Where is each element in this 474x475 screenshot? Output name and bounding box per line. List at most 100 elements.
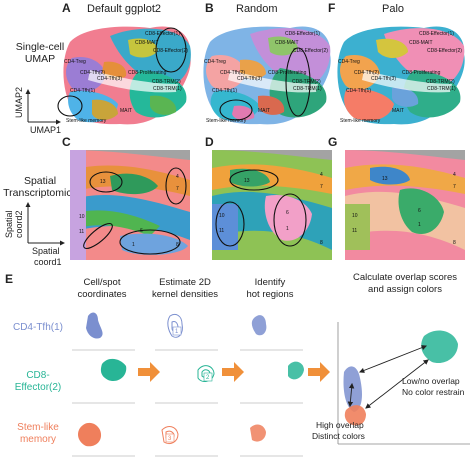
step-2-line-1: Estimate 2D	[159, 277, 211, 288]
spatial-c-badge-6: 6	[140, 228, 143, 234]
spatial-c-badge-4: 4	[176, 174, 179, 180]
kde-effector2	[197, 365, 215, 382]
spatial-x-label-2: coord1	[34, 257, 62, 267]
row-label-effector2-1: CD8-	[26, 370, 49, 381]
spatial-d-badge-7: 7	[320, 184, 323, 190]
overlap-plot: Low/no overlap No color restrain High ov…	[312, 322, 470, 445]
umap-label-stem: Stem-like memory	[66, 118, 107, 124]
workflow-grid: 1 2 3	[72, 312, 304, 457]
overlap-arrow-tfh-stem	[347, 382, 355, 408]
flow-arrows	[138, 362, 330, 382]
overlap-arrow-tfh-effector	[358, 345, 428, 373]
spatial-axes: Spatial coord2 Spatial coord1	[4, 202, 65, 267]
umap-b-label-tfh1: CD4-Tfh(1)	[212, 88, 237, 94]
spatial-c-badge-11: 11	[79, 229, 84, 235]
umap-label-effector2: CD8-Effector(2)	[153, 48, 188, 54]
low-overlap-line-1: Low/no overlap	[402, 376, 460, 386]
spatial-g-badge-1: 1	[418, 222, 421, 228]
umap-f-label-effector1: CD8-Effector(1)	[419, 31, 454, 37]
overlap-tfh1	[343, 366, 362, 412]
umap-row-label-1: Single-cell	[16, 41, 64, 53]
step-3-line-2: hot regions	[246, 289, 293, 300]
umap-row-label-2: UMAP	[25, 53, 55, 65]
umap-label-mait: MAIT	[120, 108, 132, 114]
hot-effector2	[288, 361, 304, 380]
umap-b-label-mait: MAIT	[258, 108, 270, 114]
step-2-line-2: kernel densities	[152, 289, 218, 300]
points-tfh1	[86, 312, 103, 339]
umap-b-label-tfh3: CD4-Tfh(3)	[237, 76, 262, 82]
umap-x-label: UMAP1	[30, 125, 61, 135]
umap-label-prolif: CD8-Proliferating	[128, 70, 167, 76]
spatial-d-badge-13: 13	[244, 178, 250, 184]
step-4-line-2: and assign colors	[368, 284, 442, 295]
umap-label-trm1: CD8-TRM(1)	[153, 86, 182, 92]
spatial-y-label-1: Spatial	[4, 210, 14, 238]
umap-plot-default: CD8-Effector(1) CD8-MAIT CD8-Effector(2)…	[57, 26, 191, 125]
step-4-line-1: Calculate overlap scores	[353, 272, 457, 283]
kde-stem	[161, 426, 179, 445]
flow-arrow-3	[308, 362, 330, 382]
spatial-plot-palo: 10 11 13 4 7 8 6 1	[345, 150, 465, 260]
spatial-c-badge-13: 13	[100, 179, 106, 185]
spatial-c-badge-1: 1	[132, 242, 135, 248]
flow-arrow-1	[138, 362, 160, 382]
overlap-stem	[344, 405, 366, 426]
panel-letter-f: F	[328, 1, 335, 15]
umap-b-label-tfh2: CD4-Tfh(2)	[220, 70, 245, 76]
spatial-d-badge-11: 11	[219, 228, 224, 234]
umap-f-label-prolif: CD8-Proliferating	[402, 70, 441, 76]
hot-stem	[250, 424, 266, 442]
umap-f-label-mait-cd8: CD8-MAIT	[409, 40, 433, 46]
umap-b-label-treg: CD4-Treg	[204, 59, 226, 65]
umap-f-label-mait: MAIT	[392, 108, 404, 114]
row-label-stem-1: Stem-like	[17, 422, 59, 433]
spatial-plot-random: 10 11 13 4 7 8 6 1	[212, 150, 332, 260]
spatial-g-badge-6: 6	[418, 208, 421, 214]
panel-title-a: Default ggplot2	[87, 3, 161, 15]
spatial-plot-default: 10 11 13 4 7 8 6 1	[70, 150, 190, 260]
row-label-effector2-2: Effector(2)	[15, 382, 62, 393]
step-1-line-1: Cell/spot	[84, 277, 121, 288]
umap-b-label-trm2: CD8-TRM(2)	[292, 79, 321, 85]
spatial-row-label-1: Spatial	[24, 175, 56, 187]
panel-letter-a: A	[62, 1, 71, 15]
umap-label-effector1: CD8-Effector(1)	[145, 31, 180, 37]
region-number-2: 2	[206, 375, 210, 381]
umap-plot-random: CD8-Effector(1) CD8-MAIT CD8-Effector(2)…	[203, 26, 331, 125]
spatial-d-badge-10: 10	[219, 213, 225, 219]
step-1-line-2: coordinates	[77, 289, 126, 300]
panel-letter-e: E	[5, 272, 13, 286]
spatial-row-label-2: Transcriptomics	[3, 187, 77, 199]
umap-label-mait-cd8: CD8-MAIT	[135, 40, 159, 46]
umap-b-label-prolif: CD8-Proliferating	[268, 70, 307, 76]
umap-b-label-stem: Stem-like memory	[206, 118, 247, 124]
umap-f-label-trm1: CD8-TRM(1)	[427, 86, 456, 92]
umap-f-label-trm2: CD8-TRM(2)	[426, 79, 455, 85]
spatial-x-label-1: Spatial	[32, 246, 60, 256]
umap-label-treg: CD4-Treg	[64, 59, 86, 65]
high-overlap-line-1: High overlap	[316, 420, 364, 430]
panel-letter-b: B	[205, 1, 214, 15]
region-number-1: 1	[175, 329, 179, 335]
spatial-d-badge-8: 8	[320, 240, 323, 246]
region-number-3: 3	[168, 436, 172, 442]
umap-label-tfh1: CD4-Tfh(1)	[70, 88, 95, 94]
spatial-g-badge-8: 8	[453, 240, 456, 246]
high-overlap-line-2: Distinct colors	[312, 431, 365, 441]
umap-f-label-effector2: CD8-Effector(2)	[427, 48, 462, 54]
overlap-effector2	[421, 330, 458, 364]
spatial-y-label-2: coord2	[14, 210, 24, 238]
umap-b-label-effector1: CD8-Effector(1)	[285, 31, 320, 37]
panel-letter-g: G	[328, 135, 337, 149]
row-label-tfh1: CD4-Tfh(1)	[13, 322, 63, 333]
umap-f-label-tfh2: CD4-Tfh(2)	[354, 70, 379, 76]
panel-title-b: Random	[236, 3, 278, 15]
points-stem	[78, 422, 102, 447]
umap-label-tfh3: CD4-Tfh(3)	[97, 76, 122, 82]
spatial-g-badge-4: 4	[453, 172, 456, 178]
hot-tfh1	[251, 315, 267, 336]
panel-title-f: Palo	[382, 3, 404, 15]
umap-axes: UMAP2 UMAP1	[14, 87, 61, 135]
overlap-arrow-stem-effector	[365, 359, 429, 409]
